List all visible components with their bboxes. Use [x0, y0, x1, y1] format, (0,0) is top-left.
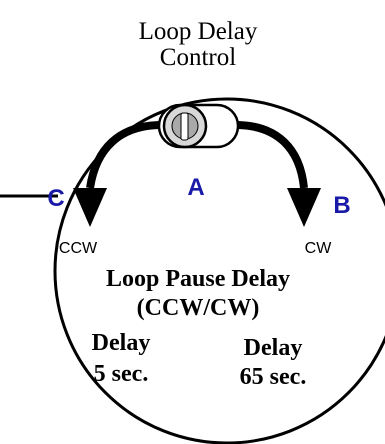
title-line-1: Loop Delay: [139, 18, 258, 45]
callout-a: A: [187, 174, 204, 201]
rotary-knob-icon[interactable]: [157, 103, 240, 149]
curved-arrow-left-icon: [73, 121, 160, 227]
callout-c: C: [47, 185, 64, 212]
delay-min-label: Delay: [92, 330, 151, 356]
delay-min-value: 5 sec.: [94, 361, 149, 387]
delay-max-label: Delay: [244, 335, 303, 361]
ccw-cw-subheading: (CCW/CW): [137, 295, 260, 321]
delay-max-value: 65 sec.: [240, 364, 307, 390]
cw-label: CW: [305, 240, 333, 257]
ccw-label: CCW: [59, 240, 98, 257]
title-line-2: Control: [160, 44, 236, 71]
callout-b: B: [333, 192, 350, 219]
loop-pause-delay-heading: Loop Pause Delay: [106, 266, 290, 292]
curved-arrow-right-icon: [237, 121, 321, 227]
